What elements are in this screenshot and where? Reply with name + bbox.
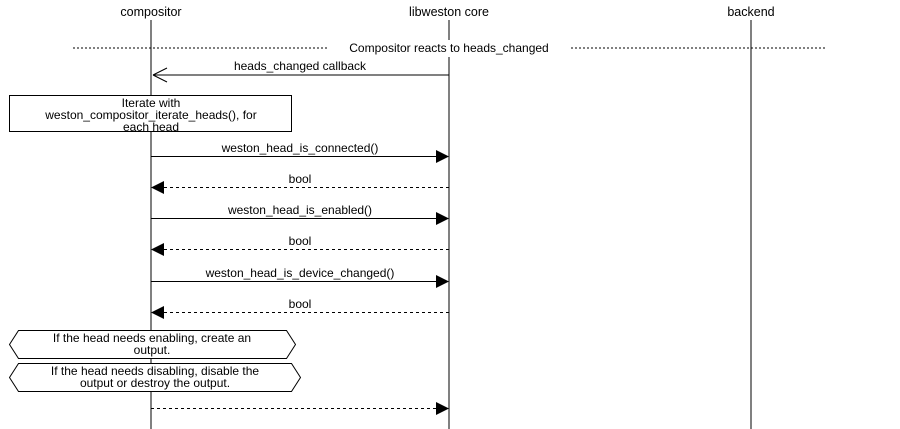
message-label-bool-device-changed: bool [289,297,312,311]
arrowhead-filled-right-1 [436,150,449,163]
separator-label: Compositor reacts to heads_changed [349,41,548,55]
arrowhead-filled-left-2 [151,243,164,256]
arrowhead-open-left [152,67,168,83]
message-weston-head-is-connected: weston_head_is_connected() [151,141,449,163]
message-label-weston-head-is-connected: weston_head_is_connected() [221,141,379,155]
message-heads-changed-callback: heads_changed callback [152,59,449,83]
arrowhead-filled-right-2 [436,212,449,225]
participant-label-compositor: compositor [120,5,181,19]
condition-2-line-1: If the head needs disabling, disable the [51,364,259,378]
arrowhead-filled-right-4 [436,402,449,415]
message-label-heads-changed-callback: heads_changed callback [234,59,367,73]
condition-1-line-2: output. [134,343,171,357]
condition-shape-1 [8,330,297,359]
lifelines [150,20,752,429]
arrowhead-filled-left-3 [151,306,164,319]
separator-compositor-reacts: Compositor reacts to heads_changed [73,40,827,57]
message-bool-device-changed: bool [151,297,449,319]
note-line-2: weston_compositor_iterate_heads(), for [44,108,256,122]
message-label-weston-head-is-device-changed: weston_head_is_device_changed() [205,266,395,280]
note-line-1: Iterate with [122,96,181,110]
message-label-bool-enabled: bool [289,234,312,248]
message-bool-connected: bool [151,172,449,194]
condition-1-line-1: If the head needs enabling, create an [53,331,251,345]
note-iterate-heads: Iterate with weston_compositor_iterate_h… [9,95,292,134]
message-bool-enabled: bool [151,234,449,256]
separator-label-backdrop [327,40,571,57]
condition-shape-2 [8,363,302,392]
message-final-return [151,402,449,415]
condition-disable-head: If the head needs disabling, disable the… [8,363,302,392]
message-label-weston-head-is-enabled: weston_head_is_enabled() [227,203,372,217]
participant-label-backend: backend [727,5,774,19]
arrowhead-filled-right-3 [436,275,449,288]
message-label-bool-connected: bool [289,172,312,186]
note-box [9,95,292,132]
condition-enable-head: If the head needs enabling, create an ou… [8,330,297,359]
condition-2-line-2: output or destroy the output. [80,376,230,390]
note-line-3: each head [123,120,179,134]
arrowhead-filled-left-1 [151,181,164,194]
message-weston-head-is-device-changed: weston_head_is_device_changed() [151,266,449,288]
participant-headers: compositor libweston core backend [120,5,774,19]
participant-label-libweston-core: libweston core [409,5,489,19]
message-weston-head-is-enabled: weston_head_is_enabled() [151,203,449,225]
